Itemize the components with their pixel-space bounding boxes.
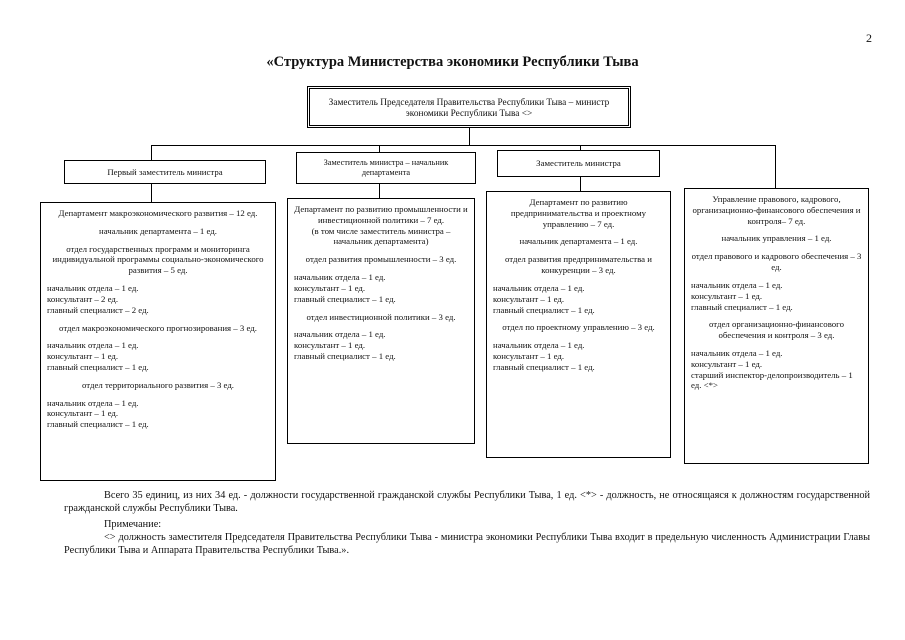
first-deputy-minister-label: Первый заместитель министра xyxy=(107,166,223,177)
staff-line: консультант – 1 ед. xyxy=(294,282,366,293)
staff-line: старший инспектор-делопроизводитель – 1 … xyxy=(691,369,853,391)
connector-header3-col3 xyxy=(580,177,581,191)
staff-line: консультант – 1 ед. xyxy=(691,358,763,369)
connector-horizontal-bus xyxy=(151,145,775,146)
unit-name: отдел территориального развития – 3 ед. xyxy=(81,379,235,390)
legal-hr-finance-office-box: Управление правового, кадрового, организ… xyxy=(684,188,869,464)
first-deputy-minister-box: Первый заместитель министра xyxy=(64,160,266,184)
dept-head: начальник департамента – 1 ед. xyxy=(99,225,217,236)
staff-line: консультант – 1 ед. xyxy=(294,340,366,351)
unit-name: отдел инвестиционной политики – 3 ед. xyxy=(306,311,456,322)
staff-line: начальник отдела – 1 ед. xyxy=(47,397,139,408)
page-title: «Структура Министерства экономики Респуб… xyxy=(266,54,639,70)
deputy-minister-dept-head-box: Заместитель министра – начальник департа… xyxy=(296,152,476,184)
staff-line: консультант – 1 ед. xyxy=(493,350,565,361)
staff-line: начальник отдела – 1 ед. xyxy=(47,283,139,294)
staff-line: главный специалист – 1 ед. xyxy=(47,419,149,430)
unit-name: отдел правового и кадрового обеспечения … xyxy=(691,251,862,273)
staff-line: начальник отдела – 1 ед. xyxy=(493,282,585,293)
industry-investment-dept-box: Департамент по развитию промышленности и… xyxy=(287,198,475,444)
staff-line: главный специалист – 1 ед. xyxy=(47,361,149,372)
note-label: Примечание: xyxy=(104,519,162,530)
staff-line: главный специалист – 2 ед. xyxy=(47,304,149,315)
staff-line: начальник отдела – 1 ед. xyxy=(294,272,386,283)
staff-line: начальник отдела – 1 ед. xyxy=(47,340,139,351)
staff-line: консультант – 1 ед. xyxy=(47,351,119,362)
unit-name: отдел макроэкономического прогнозировани… xyxy=(59,322,257,333)
staff-line: начальник отдела – 1 ед. xyxy=(294,329,386,340)
staff-line: главный специалист – 1 ед. xyxy=(691,301,793,312)
unit-name: отдел развития промышленности – 3 ед. xyxy=(305,254,457,265)
entrepreneurship-dept-box: Департамент по развитию предпринимательс… xyxy=(486,191,671,458)
staff-line: начальник отдела – 1 ед. xyxy=(691,279,783,290)
staff-line: главный специалист – 1 ед. xyxy=(493,304,595,315)
connector-header2-col2 xyxy=(379,184,380,198)
dept-note: (в том числе заместитель министра – нача… xyxy=(311,225,451,247)
connector-to-header-1 xyxy=(151,145,152,160)
macroeconomic-dept-box: Департамент макроэкономического развития… xyxy=(40,202,276,481)
dept-head: начальник управления – 1 ед. xyxy=(721,233,832,244)
deputy-minister-dept-head-label: Заместитель министра – начальник департа… xyxy=(323,157,449,177)
dept-title: Управление правового, кадрового, организ… xyxy=(692,194,861,226)
note-text: <> должность заместителя Председателя Пр… xyxy=(64,532,870,557)
dept-title: Департамент по развитию промышленности и… xyxy=(294,204,468,225)
unit-name: отдел по проектному управлению – 3 ед. xyxy=(502,322,655,333)
connector-to-header-3 xyxy=(580,145,581,150)
minister-box: Заместитель Председателя Правительства Р… xyxy=(307,86,631,128)
staff-line: консультант – 1 ед. xyxy=(691,290,763,301)
dept-title: Департамент по развитию предпринимательс… xyxy=(510,197,647,229)
staff-line: консультант – 1 ед. xyxy=(47,408,119,419)
connector-to-col-4 xyxy=(775,145,776,188)
staff-line: начальник отдела – 1 ед. xyxy=(493,340,585,351)
connector-header1-col1 xyxy=(151,184,152,202)
connector-top-vertical xyxy=(469,128,470,145)
unit-name: отдел развития предпринимательства и кон… xyxy=(505,254,652,276)
staff-line: консультант – 2 ед. xyxy=(47,293,119,304)
staff-line: главный специалист – 1 ед. xyxy=(294,350,396,361)
staff-line: начальник отдела – 1 ед. xyxy=(691,347,783,358)
unit-name: отдел организационно-финансового обеспеч… xyxy=(709,319,844,341)
deputy-minister-label: Заместитель министра xyxy=(536,158,621,169)
dept-title: Департамент макроэкономического развития… xyxy=(58,208,258,218)
staff-line: консультант – 1 ед. xyxy=(493,293,565,304)
unit-name: отдел государственных программ и монитор… xyxy=(52,243,264,276)
deputy-minister-box: Заместитель министра xyxy=(497,150,660,177)
staff-line: главный специалист – 1 ед. xyxy=(493,361,595,372)
connector-to-header-2 xyxy=(379,145,380,152)
dept-head: начальник департамента – 1 ед. xyxy=(519,236,638,247)
staff-total-note: Всего 35 единиц, из них 34 ед. - должнос… xyxy=(64,490,870,515)
page-number: 2 xyxy=(866,31,872,45)
staff-line: главный специалист – 1 ед. xyxy=(294,293,396,304)
